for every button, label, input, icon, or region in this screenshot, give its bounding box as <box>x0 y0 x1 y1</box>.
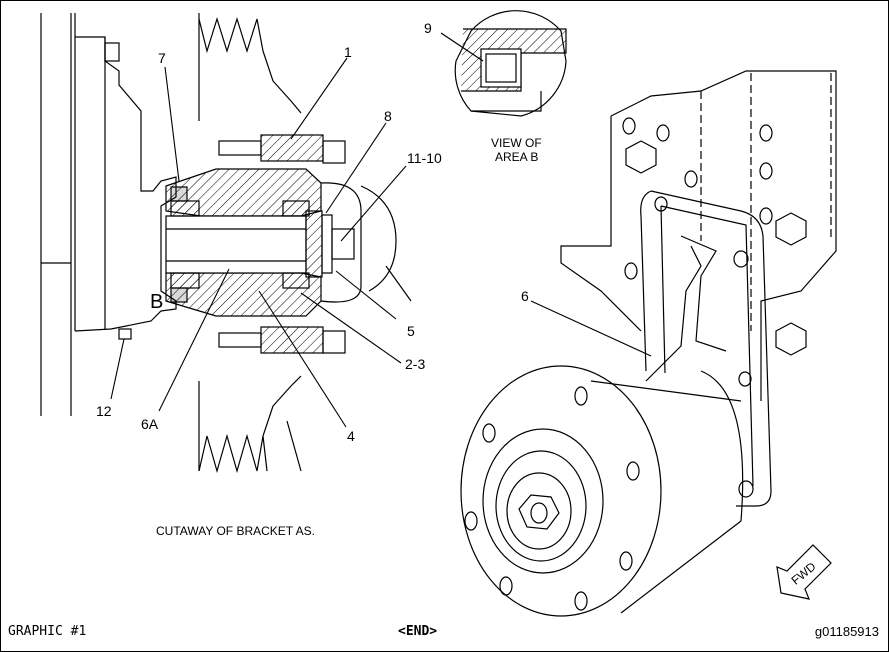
callout-8: 8 <box>384 108 392 124</box>
isometric-bracket <box>460 70 837 617</box>
fwd-label: FWD <box>789 559 819 588</box>
cutaway-caption: CUTAWAY OF BRACKET AS. <box>156 524 315 538</box>
callout-7: 7 <box>158 50 166 66</box>
callout-1: 1 <box>344 44 352 60</box>
cutaway-leaders <box>110 57 407 428</box>
callout-9: 9 <box>424 20 432 36</box>
fwd-arrow: FWD <box>776 544 832 600</box>
callout-5: 5 <box>407 323 415 339</box>
end-marker: <END> <box>398 624 438 639</box>
callout-11-10: 11-10 <box>407 150 442 166</box>
view-caption-line2: AREA B <box>495 150 538 164</box>
callout-6: 6 <box>521 288 529 304</box>
cutaway-drawing <box>40 13 412 474</box>
view-caption-line1: VIEW OF <box>491 136 542 150</box>
graphic-reference-code: g01185913 <box>814 624 879 639</box>
area-b-detail <box>440 10 567 117</box>
callout-2-3: 2-3 <box>405 356 425 372</box>
callout-6a: 6A <box>141 416 159 432</box>
area-b-marker: B <box>150 291 163 313</box>
callout-12: 12 <box>96 403 112 419</box>
graphic-label: GRAPHIC #1 <box>8 624 87 639</box>
callout-6-leader <box>530 300 652 357</box>
callout-4: 4 <box>347 428 355 444</box>
